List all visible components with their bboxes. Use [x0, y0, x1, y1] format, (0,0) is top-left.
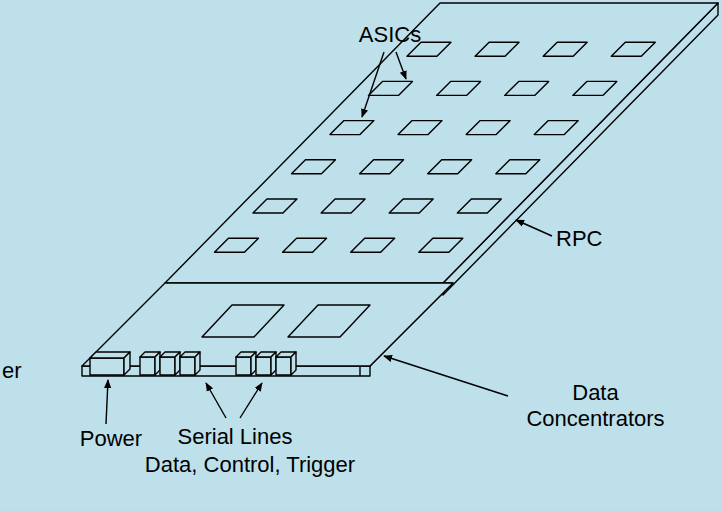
connector-side: [271, 352, 276, 375]
serial-connector: [276, 352, 296, 375]
connector-front: [256, 357, 271, 375]
part-label: Power: [66, 426, 156, 452]
asic-grid: [214, 42, 655, 252]
part-label: Data Concentrators: [508, 380, 683, 432]
asic-chip: [573, 81, 617, 95]
part-label: Serial Lines: [150, 424, 320, 450]
signal-label: Data, Control, Trigger: [120, 452, 380, 478]
leader-arrow: [516, 220, 552, 236]
asic-chip: [475, 42, 519, 56]
connector-side: [175, 352, 180, 375]
asic-chip: [389, 199, 433, 213]
power-connector-side: [124, 352, 130, 375]
leader-arrow: [362, 52, 384, 117]
concentrator-chip: [288, 305, 370, 337]
connector-side: [291, 352, 296, 375]
rpc-plate: [165, 3, 718, 283]
asic-chip: [291, 160, 335, 174]
asic-chip: [351, 238, 395, 252]
asic-chip: [466, 121, 510, 135]
connector-side: [195, 352, 200, 375]
asic-chip: [214, 238, 258, 252]
asic-chip: [321, 199, 365, 213]
connector-side: [155, 352, 160, 375]
asic-chip: [330, 121, 374, 135]
asic-chip: [283, 238, 327, 252]
serial-connectors: [140, 352, 296, 375]
serial-connector: [180, 352, 200, 375]
part-label: er: [2, 358, 42, 384]
asic-chip: [437, 81, 481, 95]
connector-front: [140, 357, 155, 375]
asic-chip: [428, 160, 472, 174]
asic-chip: [360, 160, 404, 174]
asic-chip: [496, 160, 540, 174]
leader-arrow: [206, 383, 226, 418]
serial-connector: [256, 352, 276, 375]
leader-arrow: [396, 52, 406, 79]
leader-arrow: [240, 383, 262, 418]
asic-chip: [419, 238, 463, 252]
serial-connector: [140, 352, 160, 375]
concentrator-board: [82, 283, 453, 366]
leader-arrow: [106, 380, 108, 424]
leader-arrow: [384, 356, 508, 396]
serial-connector: [160, 352, 180, 375]
asic-chip: [505, 81, 549, 95]
board-edge: [359, 366, 360, 376]
connector-front: [276, 357, 291, 375]
concentrator-chip: [202, 305, 284, 337]
asic-chip: [398, 121, 442, 135]
asic-chip: [253, 199, 297, 213]
asic-chip: [457, 199, 501, 213]
serial-connector: [236, 352, 256, 375]
part-label: ASICs: [345, 22, 435, 48]
connector-front: [160, 357, 175, 375]
asic-chip: [611, 42, 655, 56]
asic-chip: [368, 81, 412, 95]
connector-front: [180, 357, 195, 375]
asic-chip: [534, 121, 578, 135]
power-connector: [90, 358, 124, 375]
connector-side: [251, 352, 256, 375]
connector-front: [236, 357, 251, 375]
part-label: RPC: [556, 226, 626, 252]
asic-chip: [543, 42, 587, 56]
